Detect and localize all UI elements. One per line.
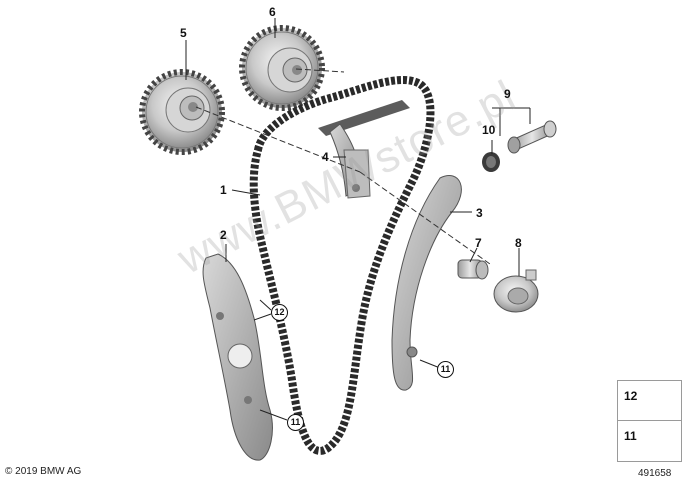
callout-9: 9 [504, 87, 511, 101]
callout-6: 6 [269, 5, 276, 19]
chain-guide-upper [318, 100, 410, 199]
callout-11-circled-left: 11 [287, 414, 304, 431]
legend-label-11: 11 [624, 429, 637, 443]
axis-lines [195, 68, 491, 265]
callout-10: 10 [482, 123, 496, 137]
callout-3: 3 [476, 206, 483, 220]
oil-spray-nozzle [457, 259, 489, 280]
callout-7: 7 [475, 236, 482, 250]
callout-5: 5 [180, 26, 187, 40]
callout-1: 1 [220, 183, 227, 197]
guide-rail [202, 253, 273, 461]
camshaft-sprocket-exhaust [239, 25, 325, 111]
callout-4: 4 [322, 150, 329, 164]
legend-label-12: 12 [624, 389, 638, 403]
callout-12-circled: 12 [271, 304, 288, 321]
copyright-text: © 2019 BMW AG [5, 466, 82, 477]
timing-chain [249, 76, 435, 455]
legend-box-12: 12 [617, 380, 682, 422]
chain-tensioner [507, 120, 557, 154]
callout-2: 2 [220, 228, 227, 242]
legend-box-11: 11 [617, 420, 682, 462]
control-valve [493, 269, 539, 313]
callout-11-circled-right: 11 [437, 361, 454, 378]
seal-ring [482, 152, 500, 172]
callout-8: 8 [515, 236, 522, 250]
leader-lines [185, 18, 531, 421]
camshaft-sprocket-intake [139, 69, 225, 155]
tensioning-rail [391, 175, 462, 391]
image-number: 491658 [638, 468, 672, 479]
